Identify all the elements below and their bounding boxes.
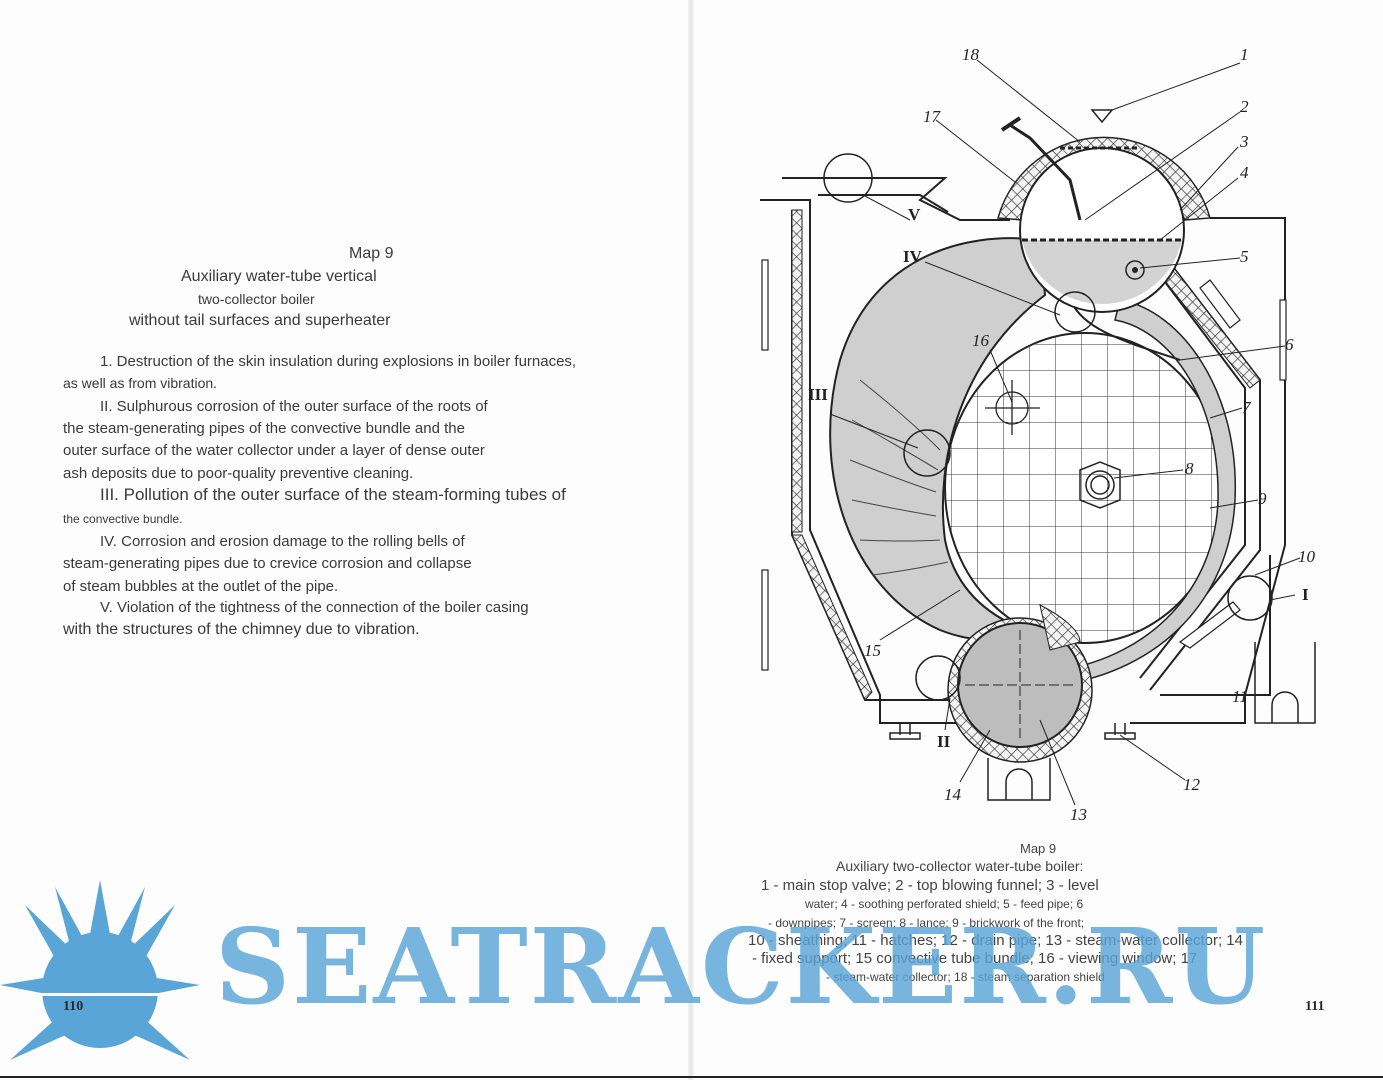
drum-water xyxy=(1022,240,1182,304)
body-line: with the structures of the chimney due t… xyxy=(63,621,420,638)
body-line: V. Violation of the tightness of the con… xyxy=(100,599,529,616)
watermark-text: SEATRACKER.RU xyxy=(215,905,1268,1028)
furnace xyxy=(944,332,1226,644)
hatches xyxy=(761,259,1287,671)
body-line: as well as from vibration. xyxy=(63,375,218,391)
label-4: 4 xyxy=(1240,163,1249,182)
caption-map-label: Map 9 xyxy=(1020,841,1057,856)
caption-line: water; 4 - soothing perforated shield; 5… xyxy=(805,897,1084,911)
label-2: 2 xyxy=(1240,97,1249,116)
body-line: of steam bubbles at the outlet of the pi… xyxy=(63,578,339,595)
label-14: 14 xyxy=(944,785,962,804)
label-15: 15 xyxy=(864,641,881,660)
label-6: 6 xyxy=(1285,335,1294,354)
viewing-window xyxy=(985,380,1040,435)
label-18: 18 xyxy=(962,45,980,64)
label-13: 13 xyxy=(1070,805,1087,824)
label-V: V xyxy=(908,205,921,224)
watermark-logo xyxy=(0,875,1383,1075)
page-gutter xyxy=(688,0,694,1080)
label-12: 12 xyxy=(1183,775,1201,794)
bottom-rule xyxy=(0,1076,1383,1078)
caption-line: - steam-water collector; 18 - steam sepa… xyxy=(826,970,1105,984)
label-IV: IV xyxy=(903,247,923,266)
left-title-line-3: without tail surfaces and superheater xyxy=(129,312,391,329)
body-line: outer surface of the water collector und… xyxy=(63,442,485,459)
label-11: 11 xyxy=(1232,687,1248,706)
label-8: 8 xyxy=(1185,459,1194,478)
body-line: II. Sulphurous corrosion of the outer su… xyxy=(100,398,488,415)
label-I: I xyxy=(1302,585,1309,604)
water-drum xyxy=(957,622,1083,748)
body-line: ash deposits due to poor-quality prevent… xyxy=(63,465,414,482)
left-title-line-1: Auxiliary water-tube vertical xyxy=(181,268,377,285)
label-9: 9 xyxy=(1258,489,1267,508)
bundle-tubes xyxy=(849,379,949,576)
left-title-line-2: two-collector boiler xyxy=(198,291,315,307)
caption-line: 1 - main stop valve; 2 - top blowing fun… xyxy=(761,877,1099,894)
label-5: 5 xyxy=(1240,247,1249,266)
label-III: III xyxy=(808,385,828,404)
supports xyxy=(889,642,1316,801)
left-map-label: Map 9 xyxy=(349,245,394,262)
label-3: 3 xyxy=(1239,132,1249,151)
sun-icon xyxy=(0,880,200,1060)
body-line: 1. Destruction of the skin insulation du… xyxy=(100,353,577,370)
caption-line: Auxiliary two-collector water-tube boile… xyxy=(836,858,1084,874)
caption-line: 10 - sheathing; 11 - hatches; 12 - drain… xyxy=(748,932,1243,949)
inspection-circles xyxy=(823,153,1273,701)
caption-line: - downpipes; 7 - screen; 8 - lance; 9 - … xyxy=(768,916,1085,930)
label-II: II xyxy=(937,732,951,751)
label-10: 10 xyxy=(1298,547,1316,566)
body-line: IV. Corrosion and erosion damage to the … xyxy=(100,533,465,550)
lance xyxy=(1079,461,1121,509)
right-page-number: 111 xyxy=(1305,999,1325,1014)
left-page-number: 110 xyxy=(63,999,84,1014)
label-1: 1 xyxy=(1240,45,1249,64)
body-line: steam-generating pipes due to crevice co… xyxy=(63,555,472,572)
label-16: 16 xyxy=(972,331,990,350)
body-line: the convective bundle. xyxy=(63,512,183,526)
downpipe xyxy=(1069,299,1181,361)
caption-line: - fixed support; 15 convective tube bund… xyxy=(752,950,1198,967)
body-line: III. Pollution of the outer surface of t… xyxy=(100,485,566,504)
leader-lines xyxy=(829,59,1301,806)
label-17: 17 xyxy=(923,107,942,126)
body-line: the steam-generating pipes of the convec… xyxy=(63,420,465,437)
label-7: 7 xyxy=(1242,398,1252,417)
boiler-diagram: 18 1 2 3 4 17 V 5 IV 6 16 III 7 8 9 10 I… xyxy=(740,30,1380,840)
